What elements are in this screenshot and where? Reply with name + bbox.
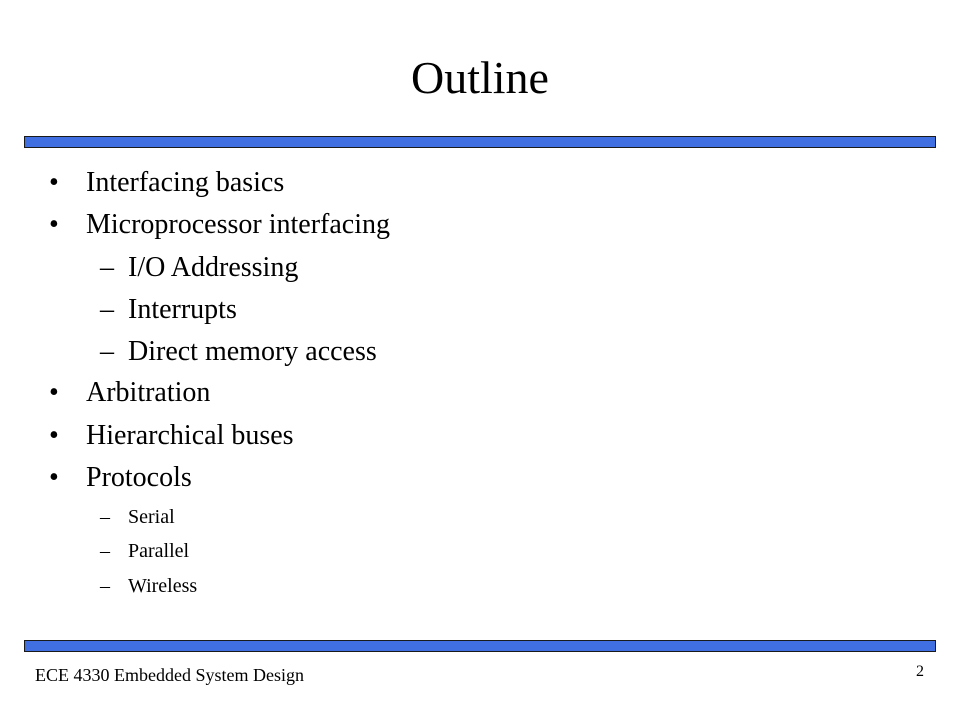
dash-marker: – (100, 294, 114, 325)
list-item-text: Interfacing basics (86, 167, 285, 198)
sub-list-item-text: Parallel (128, 540, 190, 562)
footer-divider (24, 640, 936, 652)
course-footer: ECE 4330 Embedded System Design (35, 665, 304, 685)
list-item-text: Hierarchical buses (86, 420, 294, 451)
bullet-marker: • (49, 420, 59, 451)
dash-marker: – (100, 540, 110, 562)
bullet-marker: • (49, 462, 59, 493)
list-item-text: Arbitration (86, 377, 211, 408)
dash-marker: – (100, 252, 114, 283)
dash-marker: – (100, 575, 110, 597)
sub-list-item-text: Wireless (128, 575, 198, 597)
sub-list-item-text: I/O Addressing (128, 252, 299, 283)
slide-title: Outline (411, 52, 549, 103)
dash-marker: – (100, 506, 110, 528)
bullet-marker: • (49, 377, 59, 408)
dash-marker: – (100, 336, 114, 367)
bullet-marker: • (49, 167, 59, 198)
title-divider (24, 136, 936, 148)
list-item-text: Microprocessor interfacing (86, 209, 390, 240)
bullet-marker: • (49, 209, 59, 240)
list-item-text: Protocols (86, 462, 192, 493)
sub-list-item-text: Serial (128, 506, 175, 528)
page-number: 2 (916, 663, 924, 680)
sub-list-item-text: Direct memory access (128, 336, 377, 367)
sub-list-item-text: Interrupts (128, 294, 237, 325)
